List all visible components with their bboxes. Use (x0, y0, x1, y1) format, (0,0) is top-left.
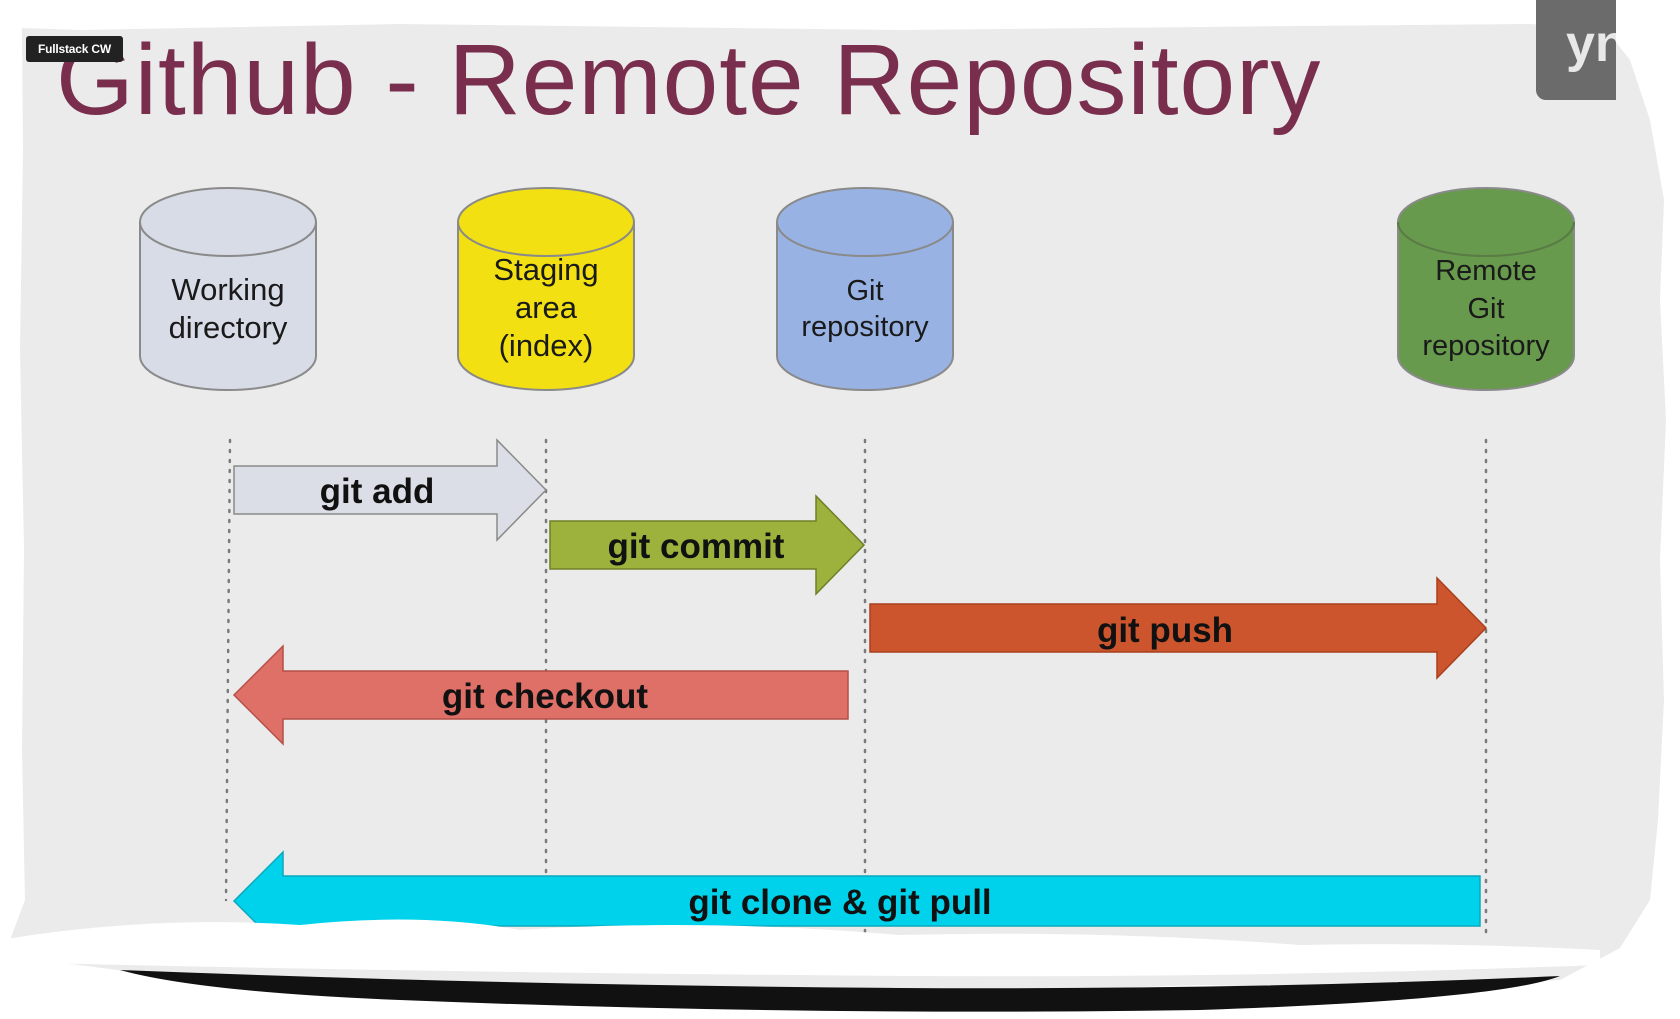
store-remote-line-3: repository (1422, 330, 1550, 362)
logo-text: yn (1566, 15, 1616, 73)
torn-edge-shadow (120, 970, 1560, 1012)
arrow-git-push-shape (869, 576, 1488, 680)
slide-background (10, 24, 1666, 992)
arrow-git-commit-shape (549, 494, 866, 596)
cylinder-git-body (776, 187, 954, 391)
store-remote-line-1: Remote (1435, 255, 1537, 287)
store-git-line-2: repository (801, 311, 929, 343)
torn-paper-edge (0, 919, 1600, 977)
arrow-git-commit-label: git commit (608, 527, 785, 566)
store-staging-line-1: Staging (493, 252, 598, 287)
store-working: Working directory (139, 187, 317, 391)
cylinder-staging-rim (457, 221, 635, 257)
cylinder-working-rim (139, 221, 317, 257)
cylinder-working-body (139, 187, 317, 391)
arrow-git-commit: git commit (549, 494, 866, 596)
store-remote-line-2: Git (1467, 293, 1504, 325)
logo-tab: yn (1536, 0, 1616, 100)
store-working-line-2: directory (169, 310, 288, 345)
lifeline-working (224, 438, 232, 902)
arrow-git-push: git push (869, 576, 1488, 680)
cylinder-staging-body (457, 187, 635, 391)
arrow-git-clone-pull-label: git clone & git pull (688, 883, 991, 922)
store-staging: Staging area (index) (457, 187, 635, 391)
arrow-git-checkout-label: git checkout (442, 677, 648, 716)
cylinder-git-rim (776, 221, 954, 257)
arrow-git-push-label: git push (1097, 611, 1233, 650)
store-git-line-1: Git (846, 275, 883, 307)
cylinder-remote-body (1397, 187, 1575, 391)
store-remote: Remote Git repository (1397, 187, 1575, 391)
arrow-git-checkout: git checkout (232, 644, 849, 746)
store-staging-line-2: area (515, 290, 578, 325)
arrow-git-add-label: git add (320, 472, 435, 511)
channel-badge: Fullstack CW (26, 36, 123, 62)
page-title: Github - Remote Repository (56, 24, 1321, 136)
arrow-git-clone-pull: git clone & git pull (232, 850, 1481, 952)
store-staging-line-3: (index) (499, 328, 594, 363)
lifelines (224, 438, 1488, 937)
cylinder-remote-rim (1397, 221, 1575, 257)
arrow-git-add: git add (233, 438, 548, 542)
store-git: Git repository (776, 187, 954, 391)
arrow-git-checkout-shape (232, 644, 849, 746)
store-working-line-1: Working (171, 272, 284, 307)
arrow-git-add-shape (233, 438, 548, 542)
